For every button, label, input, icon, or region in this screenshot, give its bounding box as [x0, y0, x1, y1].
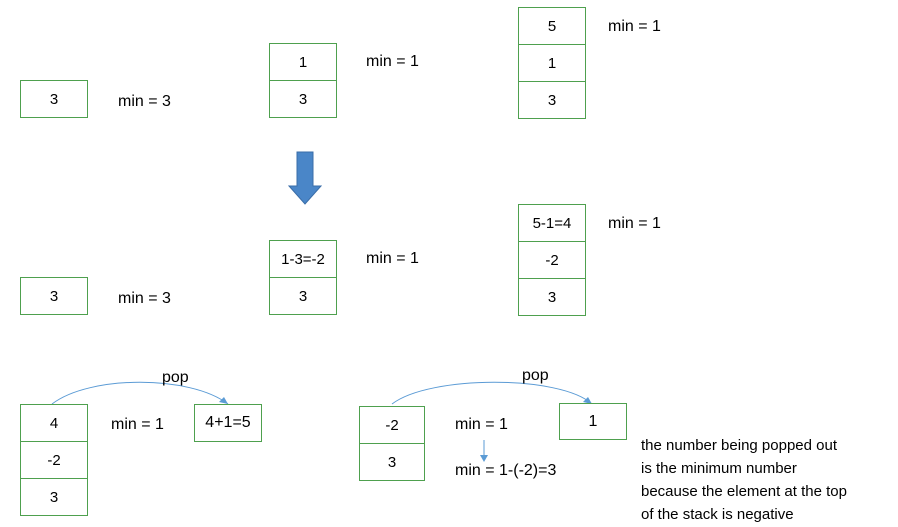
explanation-line: the number being popped out [641, 437, 837, 454]
pop-arc-right [391, 381, 593, 405]
pop-label: pop [522, 367, 549, 384]
stack-cell: 3 [359, 443, 425, 481]
stack-cell: -2 [359, 406, 425, 444]
stack-cell: 3 [269, 277, 337, 315]
explanation-line: because the element at the top [641, 483, 847, 500]
stack-cell: -2 [518, 241, 586, 279]
stack-cell: 3 [20, 478, 88, 516]
min-label: min = 1 [111, 416, 164, 433]
small-down-arrowhead-icon [480, 455, 488, 462]
stack-cell: 3 [20, 80, 88, 118]
stack-cell: 3 [269, 80, 337, 118]
explanation-line: of the stack is negative [641, 506, 794, 523]
pop-arrowhead-right-icon [583, 397, 592, 404]
stack-cell: 5-1=4 [518, 204, 586, 242]
explanation-text: the number being popped out is the minim… [641, 434, 847, 526]
min-label: min = 3 [118, 290, 171, 307]
stack-cell: 3 [20, 277, 88, 315]
stack-cell: 4 [20, 404, 88, 442]
min-label: min = 1 [608, 18, 661, 35]
pop-arrowhead-left-icon [219, 397, 228, 404]
popped-value: 4+1=5 [194, 404, 262, 442]
stack-cell: -2 [20, 441, 88, 479]
min-label: min = 1 [608, 215, 661, 232]
stack-cell: 3 [518, 81, 586, 119]
stack-cell: 1 [269, 43, 337, 81]
stack-cell: 5 [518, 7, 586, 45]
stack-cell: 3 [518, 278, 586, 316]
min-label: min = 1 [366, 53, 419, 70]
min-after-label: min = 1-(-2)=3 [455, 462, 557, 479]
down-arrow-icon [287, 151, 323, 205]
explanation-line: is the minimum number [641, 460, 797, 477]
min-label: min = 3 [118, 93, 171, 110]
pop-label: pop [162, 369, 189, 386]
pop-arc-left [51, 381, 229, 405]
stack-cell: 1-3=-2 [269, 240, 337, 278]
stack-cell: 1 [518, 44, 586, 82]
popped-value: 1 [559, 403, 627, 440]
min-label: min = 1 [366, 250, 419, 267]
min-label: min = 1 [455, 416, 508, 433]
